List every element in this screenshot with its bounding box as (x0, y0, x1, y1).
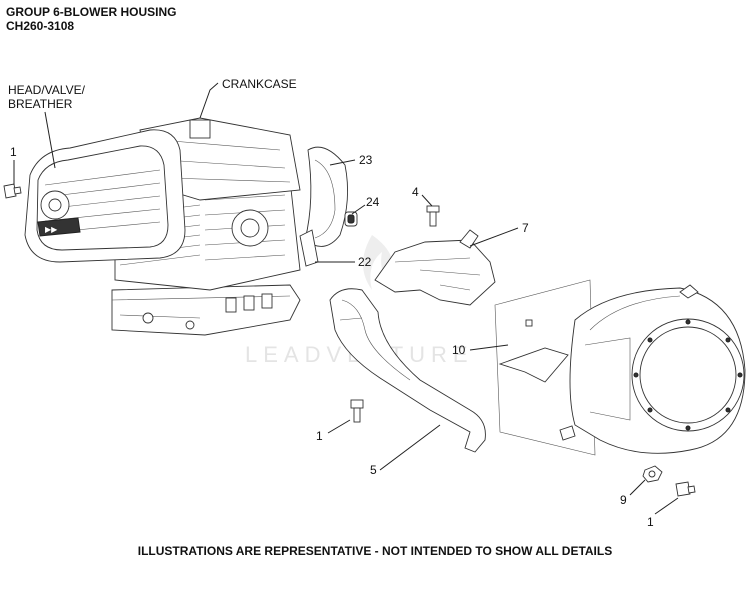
label-part-23: 23 (359, 153, 373, 167)
blower-housing-part-10[interactable] (494, 279, 746, 456)
grommet-part-24[interactable] (344, 211, 358, 227)
label-head-valve-breather-line2: BREATHER (8, 97, 73, 111)
callout-labels: HEAD/VALVE/ BREATHER CRANKCASE 1 23 24 2… (8, 77, 654, 529)
label-part-24: 24 (366, 195, 380, 209)
nut-part-9[interactable] (642, 465, 663, 483)
label-part-1-right: 1 (647, 515, 654, 529)
screw-part-4[interactable] (426, 205, 440, 227)
label-part-1-middle: 1 (316, 429, 323, 443)
svg-text:▶▶: ▶▶ (45, 225, 58, 234)
bolt-part-1-right[interactable] (675, 481, 696, 497)
label-head-valve-breather-line1: HEAD/VALVE/ (8, 83, 86, 97)
label-part-4: 4 (412, 185, 419, 199)
baffle-part-23[interactable] (304, 146, 349, 247)
air-guide-part-5[interactable] (329, 288, 486, 453)
leader-lines (13, 82, 679, 515)
label-part-5: 5 (370, 463, 377, 477)
label-part-7: 7 (522, 221, 529, 235)
engine-assembly[interactable]: ▶▶ (24, 117, 301, 336)
bolt-part-1-middle[interactable] (350, 399, 364, 423)
disclaimer-footer: ILLUSTRATIONS ARE REPRESENTATIVE - NOT I… (137, 544, 613, 558)
bracket-part-7[interactable] (374, 229, 496, 306)
group-title: GROUP 6-BLOWER HOUSING (6, 5, 177, 19)
model-number: CH260-3108 (6, 19, 75, 33)
label-crankcase: CRANKCASE (222, 77, 297, 91)
label-part-10: 10 (452, 343, 466, 357)
label-part-22: 22 (358, 255, 372, 269)
label-part-1-left: 1 (10, 145, 17, 159)
bolt-part-1-left[interactable] (3, 183, 22, 199)
label-part-9: 9 (620, 493, 627, 507)
